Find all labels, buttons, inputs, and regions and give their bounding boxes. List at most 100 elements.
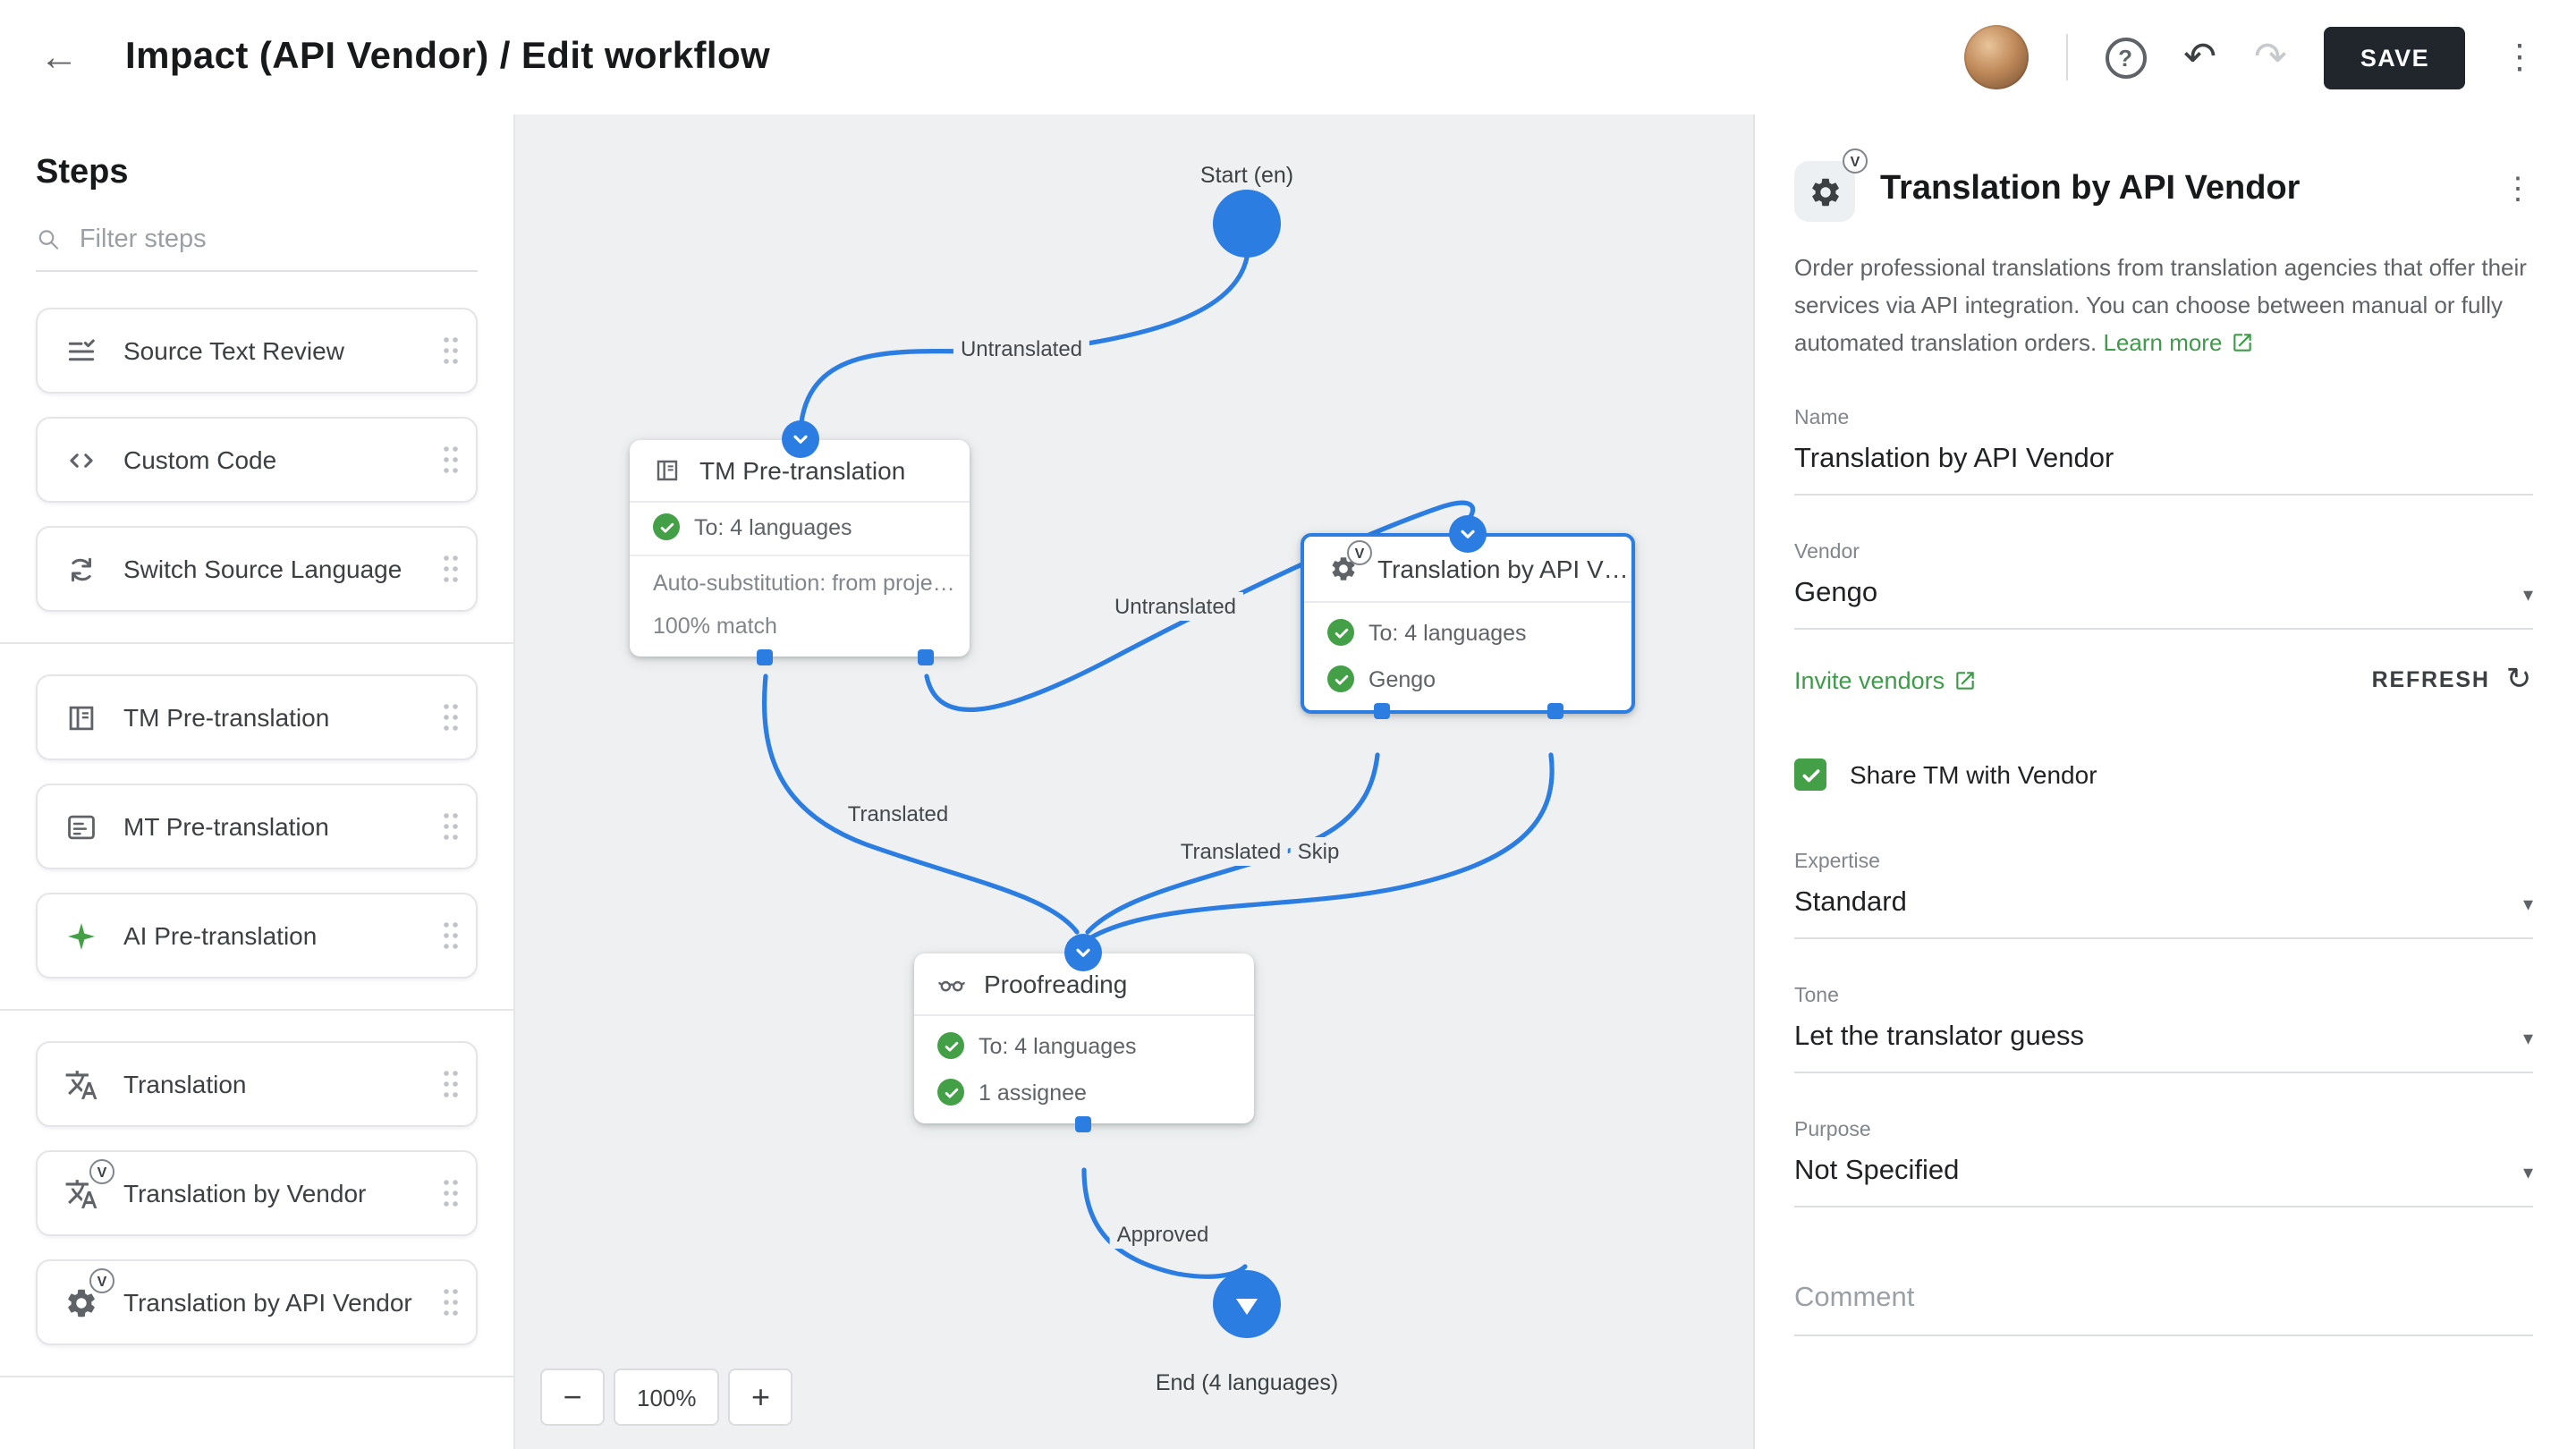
tm-book-icon xyxy=(653,456,682,485)
sidebar-item-translation-by-api-vendor[interactable]: V Translation by API Vendor xyxy=(36,1259,478,1345)
share-tm-checkbox-row[interactable]: Share TM with Vendor xyxy=(1794,758,2533,792)
expertise-select[interactable]: Standard ▾ xyxy=(1794,888,2533,940)
sidebar-item-tm-pretranslation[interactable]: TM Pre-translation xyxy=(36,674,478,760)
output-port[interactable] xyxy=(1075,1116,1091,1132)
zoom-level: 100% xyxy=(614,1368,720,1426)
sidebar-item-mt-pretranslation[interactable]: MT Pre-translation xyxy=(36,784,478,869)
sidebar-item-translation-by-vendor[interactable]: V Translation by Vendor xyxy=(36,1150,478,1236)
drag-handle-icon[interactable] xyxy=(440,1066,462,1102)
node-title: Proofreading xyxy=(984,970,1128,998)
page-title: Impact (API Vendor) / Edit workflow xyxy=(125,36,771,77)
top-bar: ← Impact (API Vendor) / Edit workflow ? … xyxy=(0,0,2576,114)
edge-label-translated[interactable]: Translated xyxy=(1173,837,1289,866)
output-port[interactable] xyxy=(757,649,773,665)
avatar[interactable] xyxy=(1963,25,2029,89)
start-node[interactable] xyxy=(1213,190,1281,258)
purpose-field-group: Purpose Not Specified ▾ xyxy=(1794,1121,2533,1208)
node-tm-pretranslation[interactable]: TM Pre-translation To: 4 languages Auto-… xyxy=(630,440,970,665)
header-divider xyxy=(2065,34,2068,80)
output-port[interactable] xyxy=(1374,703,1390,719)
chevron-down-icon: ▾ xyxy=(2522,894,2533,916)
end-node[interactable] xyxy=(1213,1270,1281,1338)
field-label: Vendor xyxy=(1794,542,1860,564)
name-input[interactable] xyxy=(1794,444,2533,496)
drag-handle-icon[interactable] xyxy=(440,699,462,735)
workflow-edges xyxy=(761,255,1555,1279)
drag-handle-icon[interactable] xyxy=(440,1175,462,1211)
edge-label-approved[interactable]: Approved xyxy=(1109,1220,1216,1249)
gear-icon xyxy=(64,1285,97,1319)
sidebar-item-source-text-review[interactable]: Source Text Review xyxy=(36,308,478,394)
checkbox-checked-icon[interactable] xyxy=(1794,758,1826,792)
drag-handle-icon[interactable] xyxy=(440,918,462,953)
edge-arrowhead-icon xyxy=(1449,515,1487,553)
vendor-field-group: Vendor Gengo ▾ xyxy=(1794,543,2533,631)
translate-icon xyxy=(64,1176,97,1210)
filter-steps-input[interactable] xyxy=(79,225,478,254)
invite-vendors-link[interactable]: Invite vendors xyxy=(1794,667,1977,694)
edge-label-untranslated[interactable]: Untranslated xyxy=(1106,592,1244,621)
vendor-badge: V xyxy=(1843,148,1868,174)
drag-handle-icon[interactable] xyxy=(440,442,462,478)
drag-handle-icon[interactable] xyxy=(440,809,462,844)
glasses-icon xyxy=(937,970,966,998)
vendor-badge: V xyxy=(1347,540,1372,565)
vendor-select[interactable]: Gengo ▾ xyxy=(1794,579,2533,631)
gear-icon xyxy=(1808,174,1842,208)
field-label: Purpose xyxy=(1794,1120,1871,1142)
translate-icon xyxy=(64,1067,97,1101)
kebab-menu-icon[interactable]: ⋮ xyxy=(2503,38,2537,76)
check-circle-icon xyxy=(937,1032,964,1059)
edge-api-to-proof-skip xyxy=(1089,752,1555,940)
node-title: Translation by API V… xyxy=(1377,555,1629,583)
sidebar-item-ai-pretranslation[interactable]: AI Pre-translation xyxy=(36,893,478,979)
sidebar-item-switch-source-language[interactable]: Switch Source Language xyxy=(36,526,478,612)
panel-kebab-menu-icon[interactable]: ⋮ xyxy=(2503,161,2533,208)
zoom-out-button[interactable]: − xyxy=(540,1368,605,1426)
sidebar-group-divider xyxy=(0,1376,513,1377)
output-port[interactable] xyxy=(918,649,934,665)
edge-tm-to-proof xyxy=(761,674,1080,935)
purpose-select[interactable]: Not Specified ▾ xyxy=(1794,1157,2533,1208)
save-button[interactable]: SAVE xyxy=(2324,26,2465,89)
sidebar-item-custom-code[interactable]: Custom Code xyxy=(36,417,478,503)
search-icon xyxy=(36,225,62,254)
comment-input[interactable] xyxy=(1794,1283,2533,1337)
top-bar-actions: ? ↶ ↷ SAVE ⋮ xyxy=(1963,25,2537,89)
workflow-canvas[interactable]: Start (en) End (4 languages) Untranslate… xyxy=(515,114,1753,1449)
check-circle-icon xyxy=(653,513,680,540)
edge-label-skip[interactable]: Skip xyxy=(1290,837,1347,866)
refresh-button[interactable]: REFRESH ↻ xyxy=(2371,662,2533,697)
drag-handle-icon[interactable] xyxy=(440,1284,462,1320)
zoom-controls: − 100% + xyxy=(540,1368,793,1426)
sidebar-group-divider xyxy=(0,642,513,644)
end-node-label: End (4 languages) xyxy=(1155,1370,1339,1395)
zoom-in-button[interactable]: + xyxy=(728,1368,793,1426)
check-circle-icon xyxy=(1327,665,1354,692)
help-icon[interactable]: ? xyxy=(2105,37,2147,78)
refresh-icon: ↻ xyxy=(2505,662,2533,697)
check-circle-icon xyxy=(937,1079,964,1106)
drag-handle-icon[interactable] xyxy=(440,551,462,587)
check-circle-icon xyxy=(1327,619,1354,646)
tone-select[interactable]: Let the translator guess ▾ xyxy=(1794,1022,2533,1074)
chevron-down-icon: ▾ xyxy=(2522,584,2533,606)
node-translation-by-api-vendor[interactable]: V Translation by API V… To: 4 languages … xyxy=(1301,533,1635,719)
start-node-label: Start (en) xyxy=(1199,163,1294,188)
back-button[interactable]: ← xyxy=(39,34,79,80)
tm-book-icon xyxy=(64,700,97,734)
sidebar-item-translation[interactable]: Translation xyxy=(36,1041,478,1127)
node-proofreading[interactable]: Proofreading To: 4 languages 1 assignee xyxy=(914,953,1254,1132)
chevron-down-icon: ▾ xyxy=(2522,1162,2533,1184)
edge-label-translated[interactable]: Translated xyxy=(840,800,956,828)
panel-title: Translation by API Vendor xyxy=(1880,170,2301,208)
learn-more-link[interactable]: Learn more xyxy=(2103,325,2254,362)
redo-icon: ↷ xyxy=(2254,34,2287,79)
settings-panel: V Translation by API Vendor ⋮ Order prof… xyxy=(1753,114,2576,1449)
end-triangle-icon xyxy=(1236,1298,1258,1314)
undo-icon[interactable]: ↶ xyxy=(2183,34,2216,79)
field-label: Tone xyxy=(1794,986,1839,1008)
drag-handle-icon[interactable] xyxy=(440,333,462,369)
output-port[interactable] xyxy=(1547,703,1563,719)
edge-label-untranslated[interactable]: Untranslated xyxy=(953,335,1090,363)
